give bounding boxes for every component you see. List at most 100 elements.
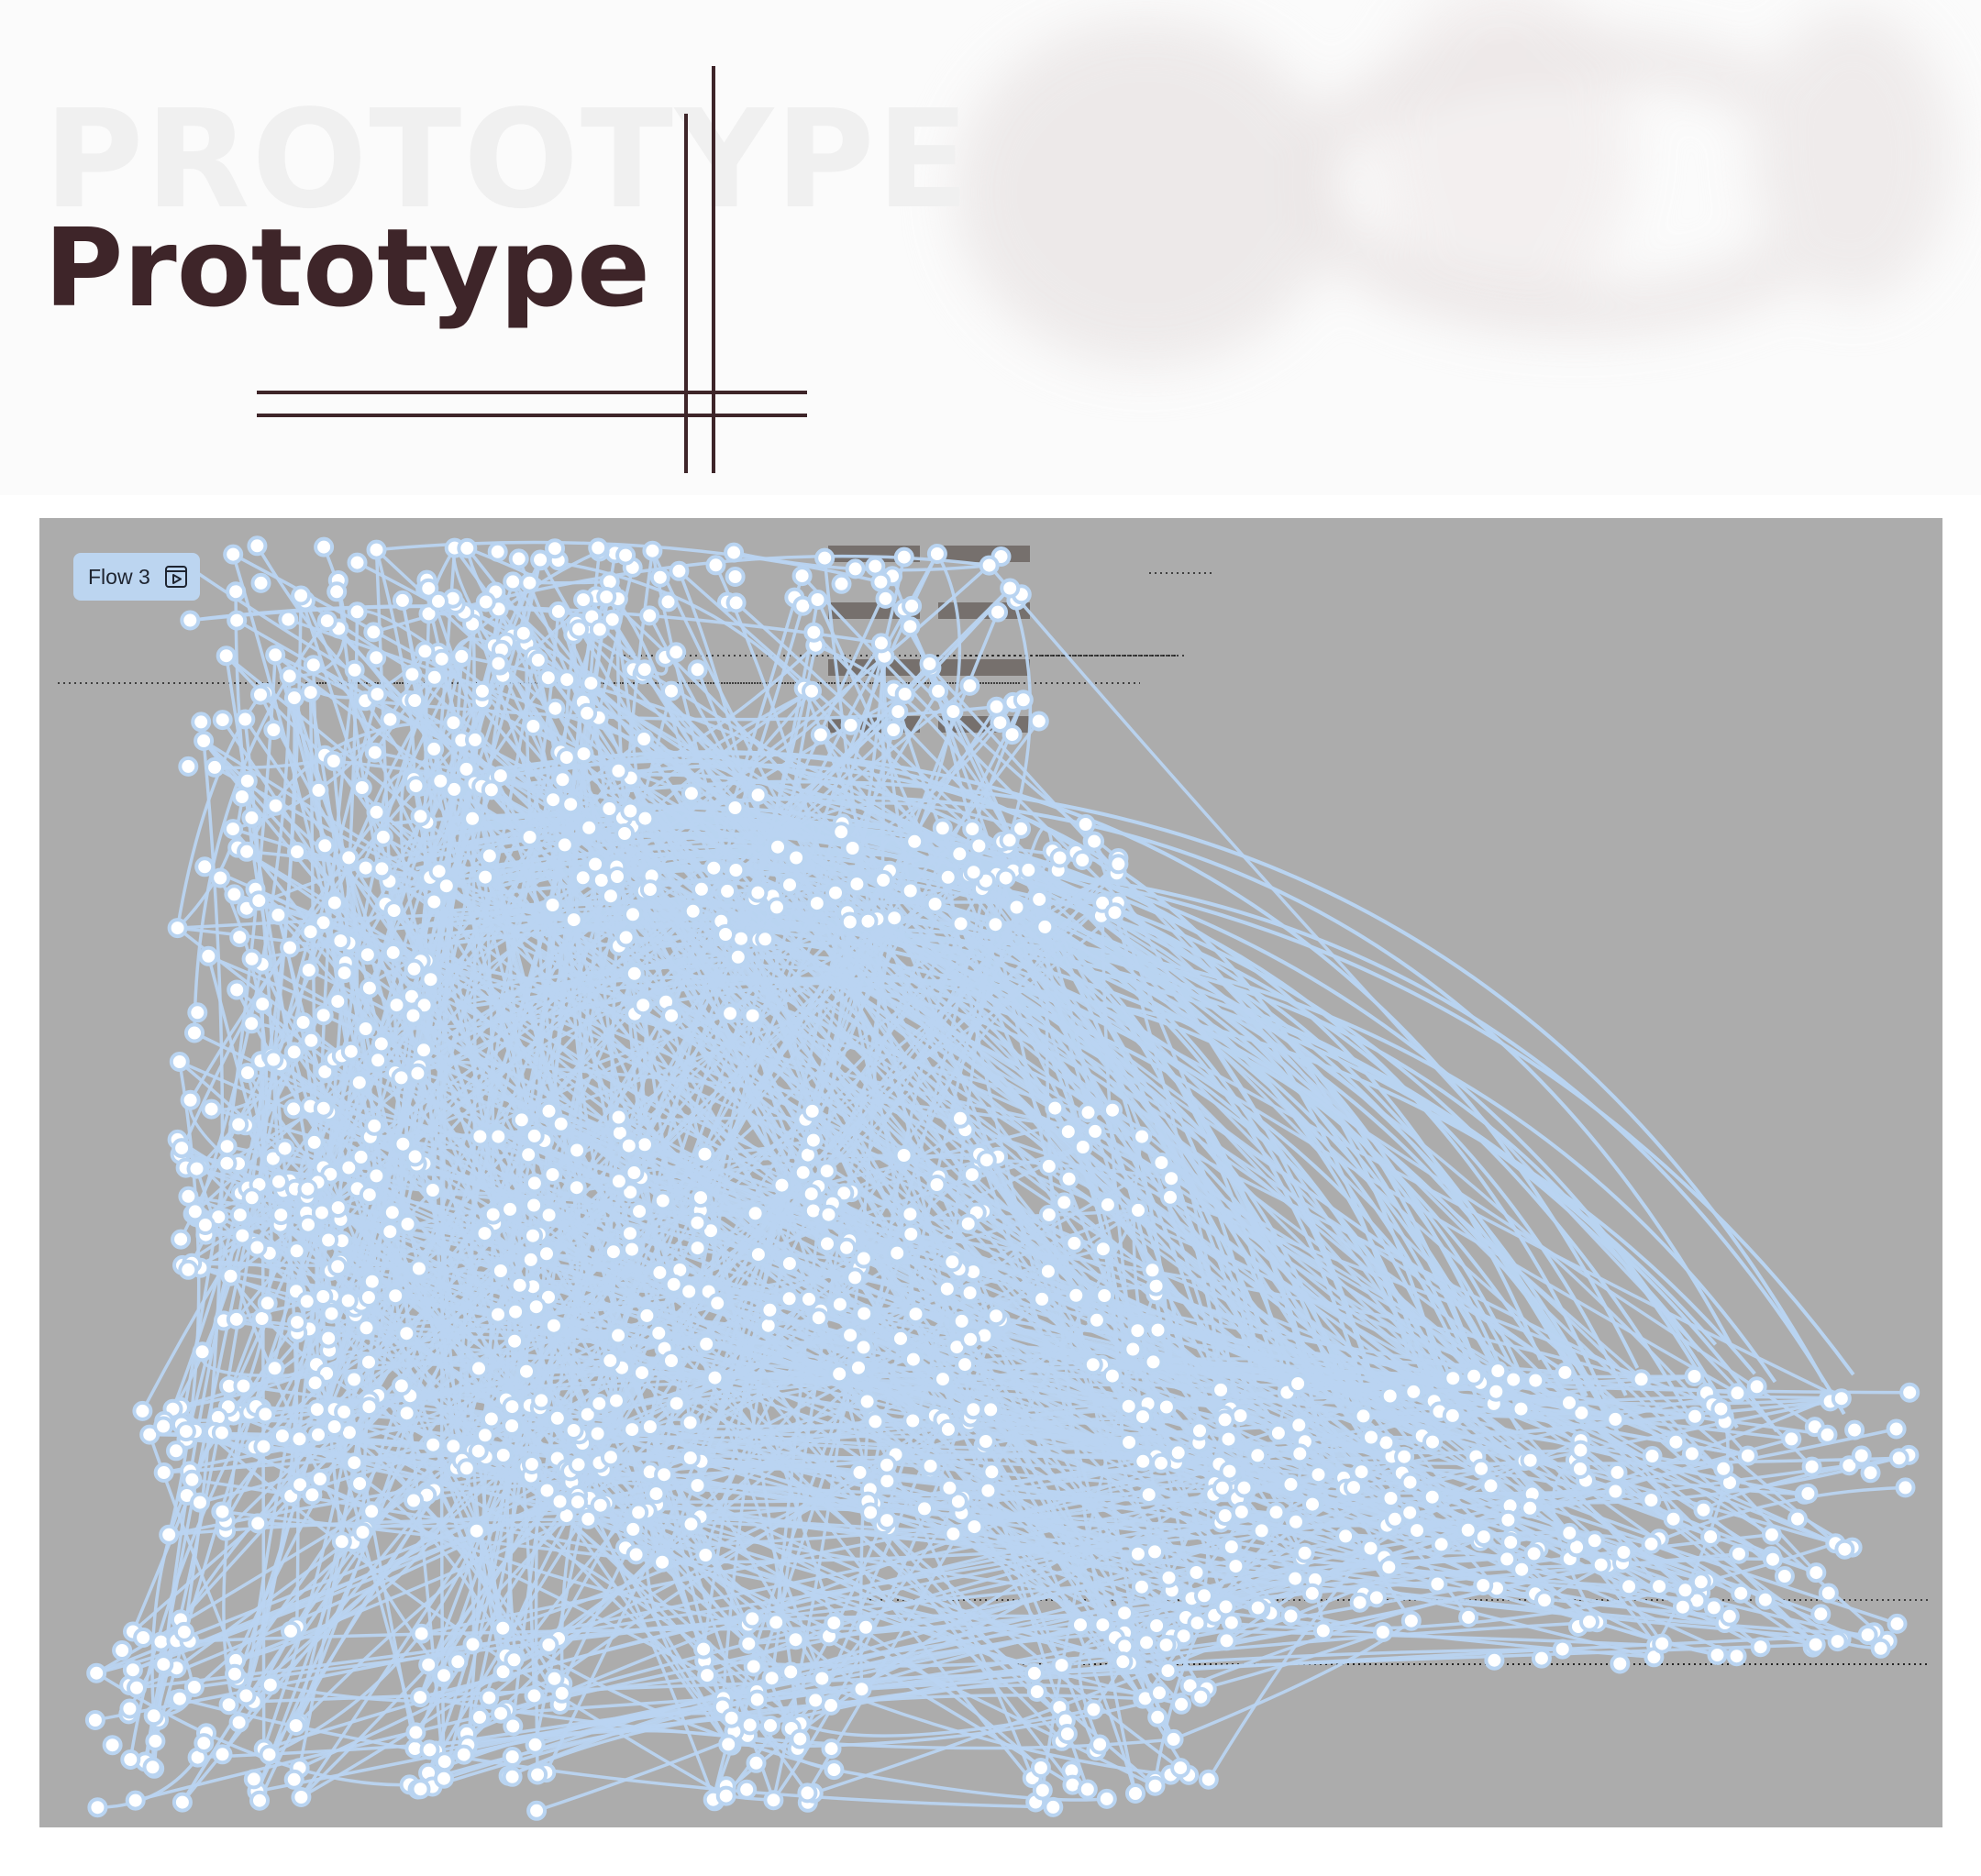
flow-node <box>306 1399 327 1420</box>
prototype-canvas[interactable]: Flow 3 <box>39 518 1942 1827</box>
flow-connector <box>268 884 791 1756</box>
flow-node <box>1083 1699 1104 1720</box>
flow-node <box>1685 1406 1706 1427</box>
flow-connector <box>194 1168 446 1677</box>
flow-node <box>1092 1239 1113 1260</box>
flow-node <box>1145 1541 1166 1562</box>
flow-node <box>957 1213 979 1234</box>
flow-node <box>1605 1408 1626 1429</box>
flow-node <box>133 1628 154 1648</box>
flow-starting-point-tag[interactable]: Flow 3 <box>73 553 200 601</box>
flow-node <box>410 1687 431 1708</box>
flow-node <box>1652 1633 1673 1654</box>
flow-node <box>1151 1452 1171 1473</box>
flow-node <box>538 1100 559 1121</box>
flow-connector <box>300 1514 569 1799</box>
flow-node <box>786 847 807 868</box>
flow-node <box>226 581 247 602</box>
decorative-line-horizontal <box>257 391 807 394</box>
flow-node <box>1870 1638 1891 1659</box>
flow-node <box>875 588 896 609</box>
flow-node <box>153 1462 174 1483</box>
flow-connector <box>799 1707 1094 1738</box>
flow-node <box>1707 1645 1728 1665</box>
flow-node <box>883 720 904 740</box>
flow-node <box>520 1249 541 1270</box>
flow-node <box>687 1238 708 1259</box>
flow-node <box>1038 1155 1059 1176</box>
flow-node <box>1525 1370 1546 1391</box>
flow-node <box>679 1281 700 1302</box>
flow-node <box>1084 831 1105 852</box>
flow-node <box>1215 1596 1236 1617</box>
flow-connector <box>801 574 1837 1545</box>
flow-node <box>408 1258 429 1279</box>
flow-node <box>1700 1527 1721 1547</box>
flow-node <box>797 1782 818 1804</box>
flow-node <box>1520 1497 1541 1518</box>
flow-node <box>396 1403 417 1424</box>
flow-node <box>746 1752 767 1773</box>
flow-node <box>364 1115 385 1136</box>
flow-connector <box>610 591 693 794</box>
flow-node <box>1266 1502 1287 1523</box>
flow-node <box>1360 1538 1381 1559</box>
flow-connector <box>1015 906 1661 1588</box>
flow-node <box>600 886 621 907</box>
flow-node <box>318 1328 339 1349</box>
flow-node <box>1372 1622 1393 1642</box>
flow-node <box>891 1328 911 1349</box>
flow-node <box>224 884 245 905</box>
flow-node <box>424 891 445 912</box>
flow-node <box>247 535 268 557</box>
flow-node <box>1666 1431 1687 1452</box>
flow-node <box>816 1161 837 1182</box>
flow-node <box>527 1764 548 1785</box>
flow-node <box>715 1785 736 1806</box>
flow-node <box>475 866 496 888</box>
play-frame-icon[interactable] <box>163 564 189 590</box>
flow-node <box>738 1633 759 1654</box>
flow-node <box>316 611 338 632</box>
flow-node <box>633 995 654 1016</box>
flow-node <box>132 1400 153 1421</box>
flow-node <box>937 866 958 888</box>
flow-node <box>853 1337 874 1358</box>
flow-node <box>669 560 690 581</box>
flow-node <box>344 1369 365 1390</box>
flow-node <box>503 1716 524 1737</box>
decorative-blur <box>954 0 1953 367</box>
flow-node <box>707 1293 728 1314</box>
flow-node <box>1078 1102 1099 1123</box>
decorative-line-horizontal <box>257 414 807 417</box>
flow-node <box>1026 1682 1047 1702</box>
flow-node <box>318 1230 339 1251</box>
flow-node <box>397 1214 418 1234</box>
flow-connector <box>255 545 379 696</box>
flow-node <box>324 1417 345 1437</box>
flow-node <box>361 1271 382 1292</box>
flow-node <box>368 1050 389 1071</box>
flow-node <box>1302 1494 1323 1515</box>
flow-node <box>283 1769 304 1790</box>
flow-node <box>263 720 284 740</box>
flow-node <box>456 1458 477 1479</box>
flow-node <box>241 1187 262 1208</box>
flow-node <box>964 1517 985 1538</box>
flow-node <box>304 1131 325 1153</box>
flow-node <box>691 878 712 899</box>
flow-node <box>519 572 540 593</box>
screen-thumbnail <box>938 659 1030 676</box>
decorative-line-vertical <box>712 66 715 473</box>
flow-connector <box>190 559 542 1481</box>
flow-node <box>525 1734 546 1755</box>
flow-node <box>646 1484 667 1505</box>
flow-node <box>805 1690 826 1711</box>
flow-node <box>249 1790 270 1811</box>
flow-node <box>212 1501 233 1522</box>
flow-node <box>355 857 376 878</box>
flow-connector <box>237 846 1140 1555</box>
flow-connector <box>774 921 852 1623</box>
flow-node <box>1827 1631 1848 1652</box>
flow-connector <box>1024 825 1055 874</box>
